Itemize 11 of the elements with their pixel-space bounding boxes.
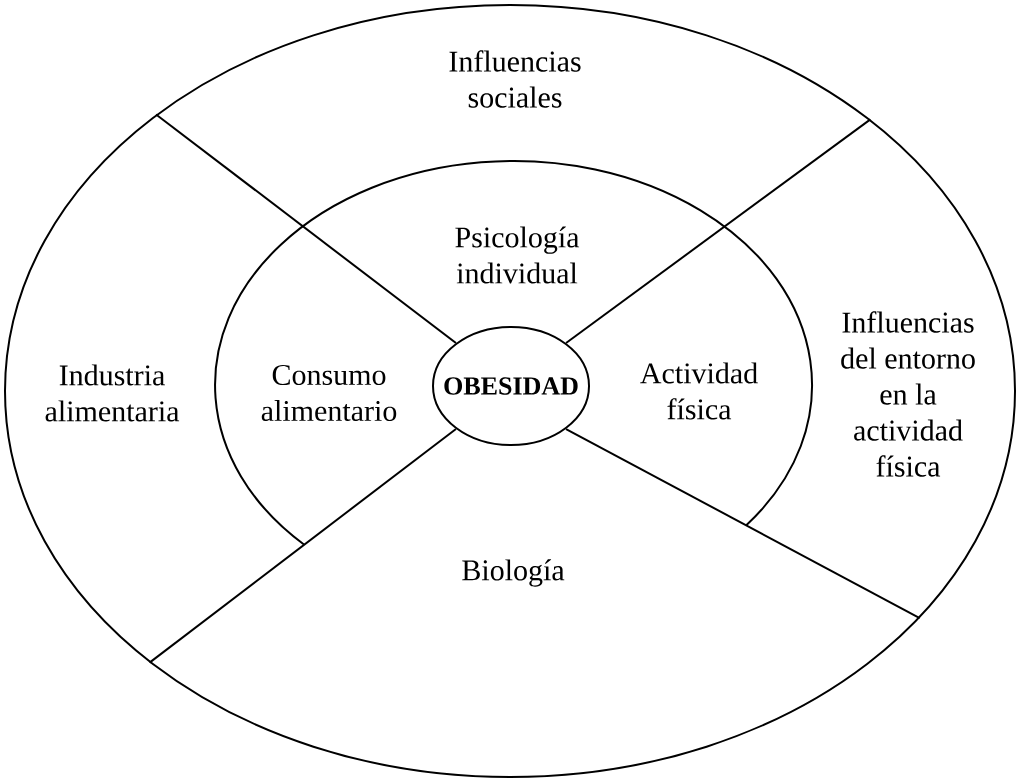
divider-line [565,118,872,344]
sector-label: Psicología individual [455,226,580,284]
divider-line [565,428,921,620]
divider-line [155,113,457,344]
sector-label: Influencias del entorno en la actividad física [841,311,975,477]
divider-line [148,428,457,664]
sector-label: Actividad física [640,362,758,420]
sector-label: Industria alimentaria [45,364,180,422]
sector-label: Influencias sociales [449,50,581,108]
sector-label: Consumo alimentario [261,364,397,422]
sector-label: Biología [462,559,565,587]
